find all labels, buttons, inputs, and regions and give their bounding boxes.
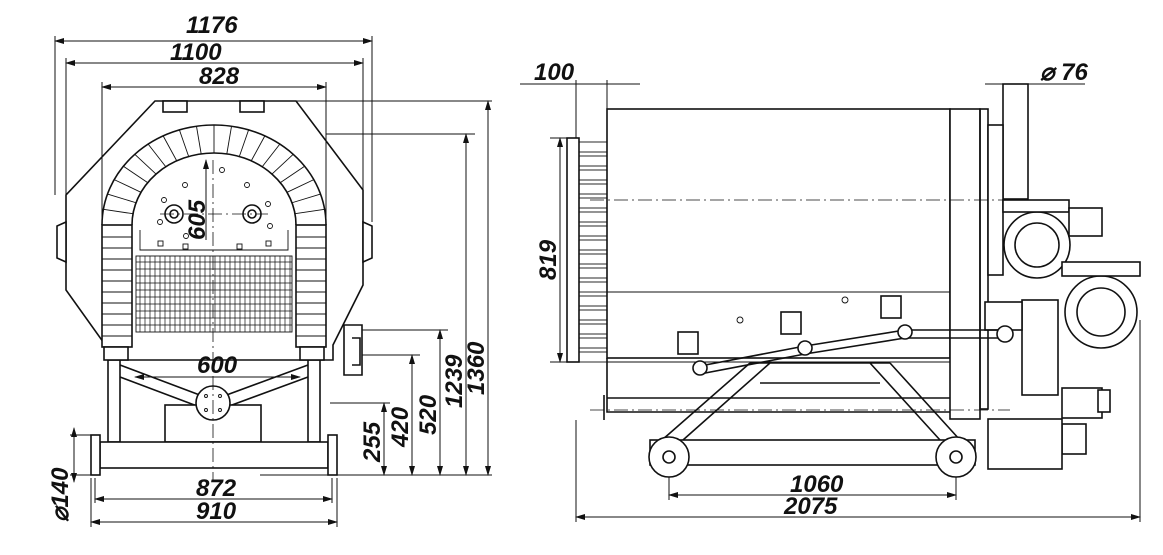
side-lug-left [56,220,67,264]
leg-left [107,359,121,443]
dim-255-text: 255 [359,421,386,463]
dim-1360-text: 1360 [463,341,490,395]
dim-1176-text: 1176 [186,12,238,39]
wheel-axle [99,441,329,469]
dim-600-text: 600 [197,352,238,379]
linkage-arm [699,329,1005,375]
front-plate [949,108,981,420]
blower-lower [1064,275,1138,349]
dim-100-text: 100 [534,59,575,86]
inner-cavity [139,230,289,251]
dim-1100-text: 1100 [170,39,222,66]
cooling-fins [578,141,608,363]
brick-rows [102,236,326,337]
gearbox [1061,423,1087,455]
dim-520-text: 520 [415,394,442,435]
side-lug-right [362,220,373,264]
dim-872-text: 872 [196,475,237,502]
dim-d76-text: ⌀ 76 [1040,59,1088,86]
dim-1060-text: 1060 [790,471,844,498]
leg-right [307,359,321,443]
top-handle-left [162,100,188,113]
dim-910-text: 910 [196,498,237,525]
side-wheel-rear [648,436,690,478]
dim-605-text: 605 [184,199,211,240]
exhaust-pipe [1002,83,1029,200]
side-body [606,108,951,359]
arch-inner [131,152,297,226]
side-view: 100 ⌀ 76 819 1060 2075 [520,59,1141,522]
grate-lines [136,256,292,332]
dim-1239-text: 1239 [441,354,468,408]
side-lower-skirt [606,358,950,413]
wheel-hub-right [327,434,338,476]
front-view: 1176 1100 828 605 600 872 910 ⌀140 [47,12,492,527]
inspection-holes [157,167,273,250]
heating-grate [135,255,293,333]
dim-819-text: 819 [535,239,562,280]
dim-2075-text: 2075 [783,493,838,520]
side-wheel-front [935,436,977,478]
brick-column-right [295,224,327,348]
brick-column-left [101,224,133,348]
dim-828-text: 828 [199,63,240,90]
blower-upper [1003,211,1071,279]
drive-flange [343,324,363,376]
dim-420-text: 420 [387,406,414,448]
wheel-hub-left [90,434,101,476]
top-handle-right [239,100,265,113]
drive-motor [1021,299,1059,396]
chassis-truss [661,362,961,441]
dim-d140-text: ⌀140 [47,467,74,522]
